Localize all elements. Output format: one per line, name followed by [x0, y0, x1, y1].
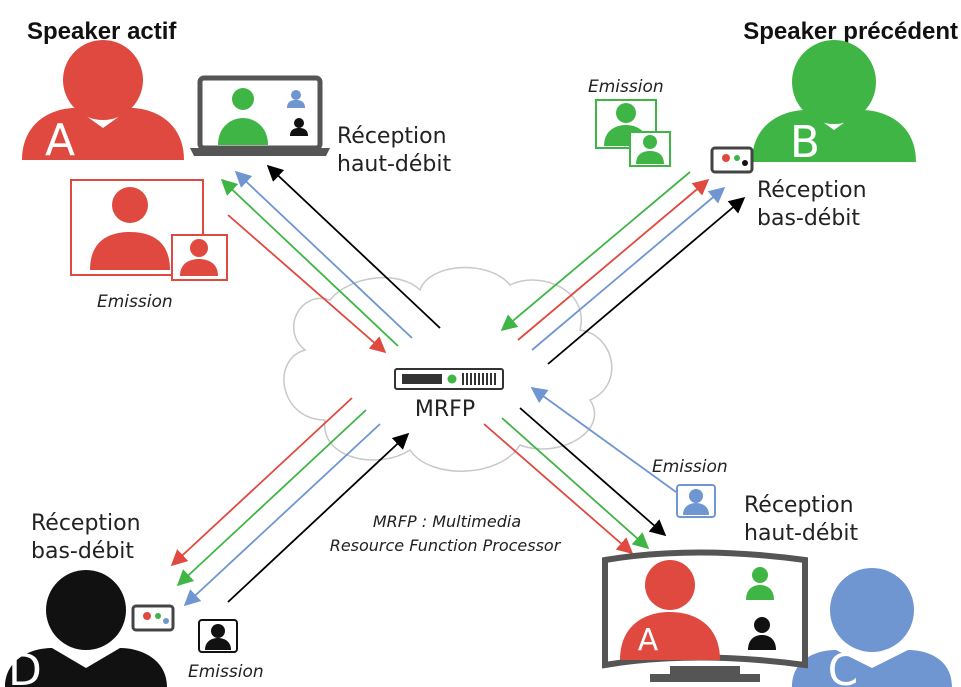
label-d-reception-line2: bas-débit	[31, 539, 134, 564]
label-c-emission: Emission	[652, 457, 728, 477]
arrows-b	[500, 171, 746, 365]
label-c-reception-line1: Réception	[744, 493, 854, 518]
arrow-d-green	[176, 409, 367, 587]
arrow-c-blue	[530, 387, 677, 493]
arrow-b-black	[547, 196, 746, 365]
arrow-b-green	[500, 171, 691, 332]
arrow-a-red	[227, 214, 387, 354]
arrows-a	[220, 164, 441, 354]
arrow-a-green	[220, 178, 399, 347]
arrows-c	[483, 387, 677, 555]
person-a-letter: A	[45, 115, 75, 166]
phone-b-icon	[710, 146, 754, 174]
arrows-d	[170, 397, 410, 607]
monitor-c-icon: A	[602, 549, 808, 682]
person-b-letter: B	[790, 117, 820, 168]
label-a-emission: Emission	[97, 292, 173, 312]
label-d-emission: Emission	[188, 662, 264, 682]
emission-d-icon	[198, 619, 238, 653]
heading-previous-speaker: Speaker précédent	[743, 18, 958, 45]
arrow-c-black	[519, 407, 667, 537]
arrow-c-red	[483, 423, 634, 555]
emission-b-frame	[595, 99, 671, 167]
label-b-reception-line2: bas-débit	[757, 206, 860, 231]
emission-c-icon	[676, 484, 716, 518]
mrfp-label: MRFP	[415, 397, 475, 422]
label-a-reception-line1: Réception	[337, 124, 447, 149]
arrow-b-blue	[531, 186, 726, 351]
label-c-reception-line2: haut-débit	[744, 521, 859, 546]
person-d-letter: D	[8, 645, 42, 687]
label-b-reception-line1: Réception	[757, 178, 867, 203]
person-b-avatar: B	[752, 40, 916, 168]
arrow-b-red	[517, 178, 710, 341]
arrow-c-green	[501, 417, 650, 550]
label-d-reception-line1: Réception	[31, 511, 141, 536]
mrfp-server-icon	[394, 368, 504, 390]
phone-d-icon	[131, 604, 175, 632]
monitor-a-letter: A	[638, 623, 659, 658]
person-d-avatar: D	[5, 570, 167, 687]
arrow-d-blue	[183, 423, 381, 607]
arrow-d-red	[170, 397, 353, 567]
mrfp-definition-line2: Resource Function Processor	[330, 536, 562, 555]
person-a-avatar: A	[22, 40, 184, 166]
mrfp-definition-line1: MRFP : Multimedia	[373, 512, 521, 531]
person-c-avatar: C	[792, 568, 952, 687]
arrow-a-black	[266, 164, 441, 329]
laptop-icon	[190, 75, 330, 156]
arrow-d-black	[227, 432, 410, 603]
label-b-emission: Emission	[588, 77, 664, 97]
person-c-letter: C	[828, 645, 859, 687]
emission-a-frame	[70, 179, 228, 281]
label-a-reception-line2: haut-débit	[337, 152, 452, 177]
arrow-a-blue	[234, 170, 413, 339]
